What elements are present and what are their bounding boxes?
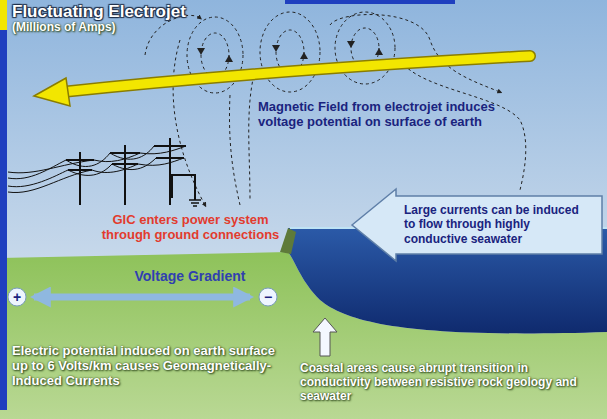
voltage-gradient-arrow (34, 294, 250, 301)
potential-note: Electric potential induced on earth surf… (12, 344, 294, 389)
gic-note: GIC enters power system through ground c… (88, 213, 293, 243)
diagram-title: Fluctuating Electrojet (12, 2, 186, 22)
frame-bar (285, 0, 455, 4)
power-wires (8, 146, 186, 193)
field-note: Magnetic Field from electrojet induces v… (258, 100, 503, 130)
seawater-arrow: Large currents can be induced to flow th… (352, 195, 602, 255)
polarity-circle (259, 288, 277, 306)
arrow-shape (352, 189, 602, 261)
field-arrowheads (197, 41, 383, 62)
electrojet-arrow (62, 56, 530, 92)
polarity-sign: + (7, 288, 27, 306)
electrojet-arrow (62, 56, 530, 92)
electrojet-arrowhead (34, 78, 70, 106)
gradient-label: Voltage Gradient (110, 268, 270, 284)
coastal-up-arrow (313, 318, 337, 356)
seawater-note: Large currents can be induced to flow th… (352, 203, 602, 246)
polarity-circle (8, 288, 26, 306)
coast-cliff (280, 228, 296, 254)
coastal-note: Coastal areas cause abrupt transition in… (300, 362, 598, 403)
ground-symbol (189, 200, 201, 206)
frame-bar (0, 30, 7, 410)
polarity-sign: − (258, 288, 278, 306)
current-note: (Millions of Amps) (12, 21, 212, 35)
magnetic-field-lines (145, 12, 526, 205)
frame-bar (0, 0, 7, 30)
